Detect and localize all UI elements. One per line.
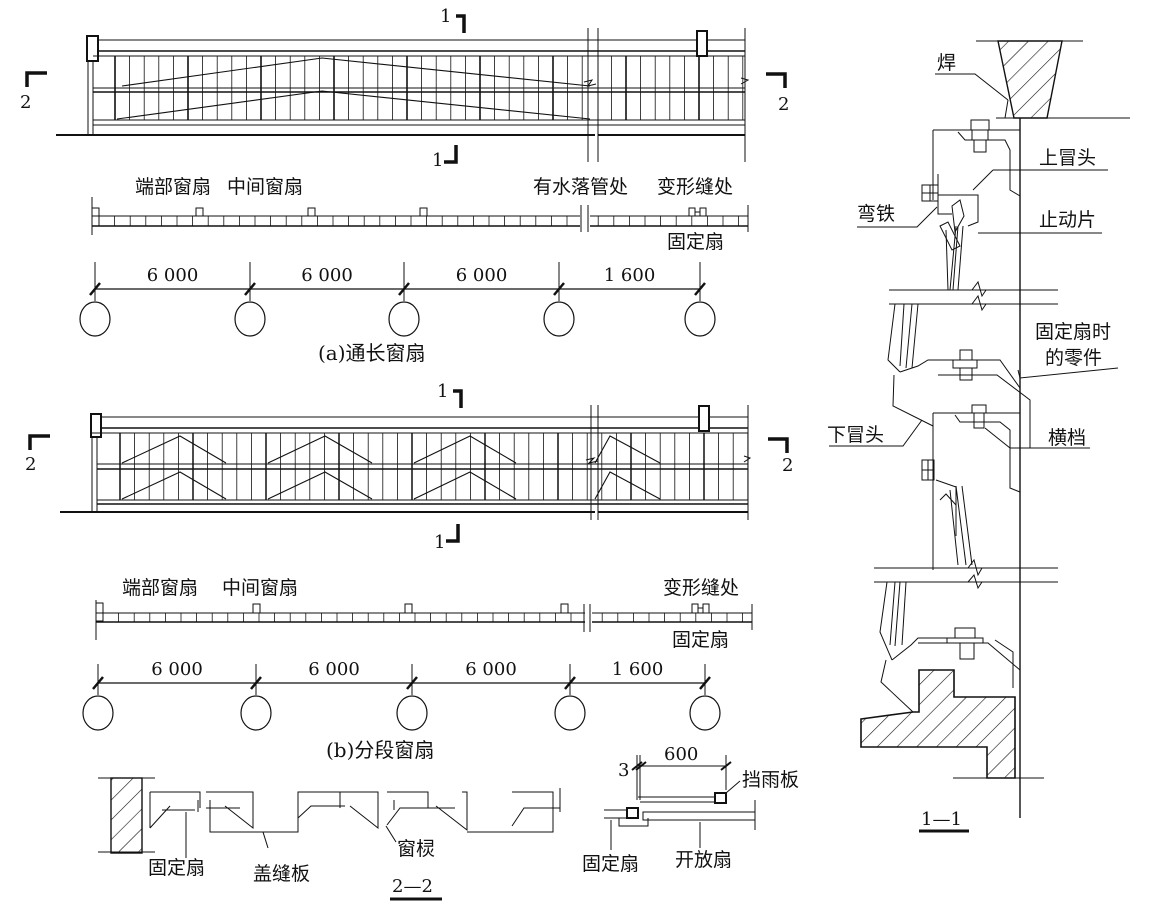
axis-dimension-a: 6 000 6 000 6 000 1 600 [79,262,716,337]
label-expansion-joint-b: 变形缝处 [663,577,739,599]
dimension-tick [699,676,711,690]
axis-bubble [684,301,716,337]
label-open-sash: 开放扇 [675,849,732,871]
dimension-label: 1 600 [604,265,656,286]
axis-bubble [554,695,586,731]
axis-bubble [234,301,266,337]
label-fixed-parts-2: 的零件 [1045,347,1102,369]
axis-bubble [79,301,111,337]
label-middle-sash: 中间窗扇 [227,176,303,198]
label-lower-cap: 下冒头 [827,424,884,446]
sash-opening-diagonal [594,471,661,500]
label-fixed-sash-rain: 固定扇 [582,853,639,875]
section-mark-1-bottom: 1 [432,150,443,171]
label-cover-plate: 盖缝板 [253,863,310,885]
dimension-tick [89,282,101,296]
label-fixed-parts-1: 固定扇时 [1035,321,1111,343]
label-fixed-sash: 固定扇 [667,231,724,253]
section-1-1-leaders [829,73,1119,449]
dimension-tick [92,676,104,690]
end-post-cap-b [90,413,102,438]
section-mark-1-top: 1 [440,6,451,27]
dimension-tick [398,282,410,296]
label-upper-cap: 上冒头 [1039,147,1096,169]
section-mark-1-top-b: 1 [437,381,448,402]
section-1-1 [860,40,1130,818]
elevation-b [60,405,752,520]
section-1-1-labels: 焊 上冒头 弯铁 止动片 固定扇时 的零件 下冒头 横档 1—1 [827,52,1111,833]
plan-strip-b [95,600,753,640]
wall-section [110,777,143,854]
dim-gap: 3 [618,760,629,781]
label-mullion: 窗棂 [397,838,435,860]
sash-opening-diagonal [121,435,227,464]
sash-opening-diagonal [413,471,517,500]
post-cap-b [698,405,710,432]
sash-opening-diagonal [121,471,227,500]
plan-labels-b: 端部窗扇 中间窗扇 变形缝处 固定扇 [122,577,739,651]
dimension-label: 6 000 [151,659,203,680]
section-marks-a: 1 1 2 2 [20,6,789,171]
dimension-tick [553,282,565,296]
label-end-sash-b: 端部窗扇 [122,577,198,599]
rain-board-detail [604,755,756,850]
caption-b: (b)分段窗扇 [326,738,434,762]
elevation-a [56,28,750,162]
section-2-2 [98,777,561,858]
section-mark-1-bottom-b: 1 [434,532,445,553]
dimension-label: 1 600 [612,659,664,680]
section-mark-2-right-b: 2 [782,455,793,476]
axis-bubble [240,695,272,731]
dimension-label: 6 000 [308,659,360,680]
end-post-cap [86,35,99,62]
caption-a: (a)通长窗扇 [318,341,426,365]
section-mark-2-left: 2 [20,92,31,113]
section-title-2-2: 2—2 [392,876,433,897]
sill-section [860,669,1016,779]
label-bent-iron: 弯铁 [857,203,895,225]
label-expansion-joint: 变形缝处 [657,176,733,198]
label-fixed-sash-b: 固定扇 [672,629,729,651]
rain-board-labels: 3 600 挡雨板 固定扇 开放扇 [582,744,799,875]
sash-opening-diagonal [413,435,517,464]
axis-bubble [543,301,575,337]
plan-strip-a [91,197,749,235]
label-downpipe: 有水落管处 [533,176,628,198]
section-title-1-1: 1—1 [921,809,962,830]
dimension-label: 6 000 [456,265,508,286]
lintel-section [997,40,1063,119]
section-2-2-labels: 固定扇 盖缝板 窗棂 2—2 [148,838,442,901]
dimension-label: 6 000 [465,659,517,680]
dimension-tick [564,676,576,690]
sash-opening-diagonal [594,435,661,464]
label-rail: 横档 [1048,427,1086,449]
section-mark-2-left-b: 2 [25,454,36,475]
dimension-tick [244,282,256,296]
label-end-sash: 端部窗扇 [135,176,211,198]
label-weld: 焊 [937,52,956,74]
sash-opening-diagonal [267,435,373,464]
rain-board-block [714,792,727,804]
axis-bubble [396,695,428,731]
section-marks-b: 1 1 2 2 [25,381,793,553]
dim-span: 600 [664,744,698,765]
plan-labels-a: 端部窗扇 中间窗扇 有水落管处 变形缝处 固定扇 [135,176,733,253]
label-stop-piece: 止动片 [1039,209,1096,231]
dimension-tick [694,282,706,296]
axis-dimension-b: 6 000 6 000 6 000 1 600 [82,659,721,731]
label-rain-board: 挡雨板 [742,769,799,791]
dimension-label: 6 000 [147,265,199,286]
section-mark-2-right: 2 [778,94,789,115]
label-middle-sash-b: 中间窗扇 [222,577,298,599]
sash-opening-diagonal [267,471,373,500]
axis-bubble [388,301,420,337]
axis-bubble [82,695,114,731]
post-cap [696,30,708,57]
dimension-tick [250,676,262,690]
label-fixed-sash-2-2: 固定扇 [148,857,205,879]
axis-bubble [689,695,721,731]
dimension-label: 6 000 [301,265,353,286]
dimension-tick [406,676,418,690]
